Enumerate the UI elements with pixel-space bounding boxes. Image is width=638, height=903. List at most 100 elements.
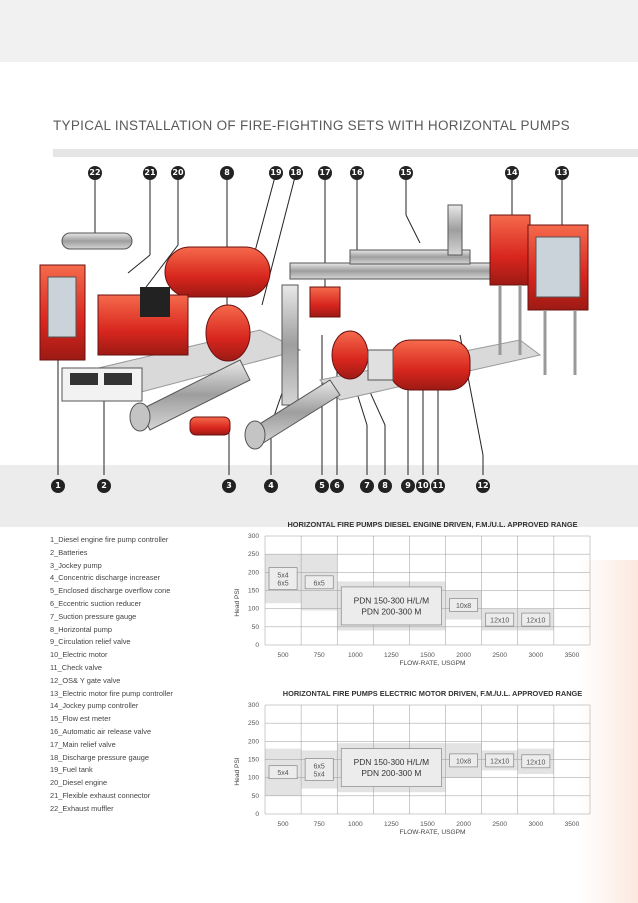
callout-band	[0, 465, 638, 527]
title-rule	[53, 149, 638, 157]
range-box-label: 6x5	[277, 581, 288, 588]
callout-6: 6	[330, 479, 344, 493]
legend-item: 14_Jockey pump controller	[50, 701, 139, 711]
y-tick-label: 200	[248, 738, 259, 745]
range-box-label: PDN 200-300 M	[361, 606, 421, 616]
x-tick-label: 1500	[420, 652, 435, 659]
callout-10: 10	[416, 479, 430, 493]
callout-11: 11	[431, 479, 445, 493]
chart-title: HORIZONTAL FIRE PUMPS DIESEL ENGINE DRIV…	[287, 520, 577, 529]
callout-5: 5	[315, 479, 329, 493]
callout-19: 19	[269, 166, 283, 180]
y-tick-label: 150	[248, 757, 259, 764]
range-box-label: 10x8	[456, 758, 471, 765]
y-tick-label: 0	[255, 811, 259, 818]
range-box	[304, 575, 334, 590]
legend-item: 17_Main relief valve	[50, 739, 116, 749]
range-box-label: PDN 150-300 H/L/M	[354, 757, 429, 767]
range-box-label: 10x8	[456, 603, 471, 610]
y-tick-label: 100	[248, 775, 259, 782]
legend-item: 19_Fuel tank	[50, 765, 93, 775]
range-box	[521, 612, 551, 627]
x-tick-label: 3000	[528, 821, 543, 828]
y-tick-label: 50	[252, 624, 260, 631]
x-tick-label: 1500	[420, 821, 435, 828]
x-tick-label: 2000	[456, 821, 471, 828]
legend-item: 20_Diesel engine	[50, 778, 108, 788]
callout-20: 20	[171, 166, 185, 180]
callout-21: 21	[143, 166, 157, 180]
page-title: TYPICAL INSTALLATION OF FIRE-FIGHTING SE…	[53, 118, 570, 133]
x-axis-label: FLOW-RATE, USGPM	[399, 829, 465, 836]
y-tick-label: 100	[248, 606, 259, 613]
range-box-label: 5x4	[314, 771, 325, 778]
callout-9: 9	[401, 479, 415, 493]
callout-15: 15	[399, 166, 413, 180]
legend-item: 5_Enclosed discharge overflow cone	[50, 586, 171, 596]
legend-item: 2_Batteries	[50, 547, 88, 557]
callout-14: 14	[505, 166, 519, 180]
x-tick-label: 1000	[348, 821, 363, 828]
callout-1: 1	[51, 479, 65, 493]
title-area	[0, 62, 638, 154]
legend-item: 4_Concentric discharge increaser	[50, 573, 161, 583]
legend-item: 13_Electric motor fire pump controller	[50, 688, 173, 698]
legend-item: 10_Electric motor	[50, 650, 108, 660]
y-tick-label: 50	[252, 793, 260, 800]
diesel-range-chart: HORIZONTAL FIRE PUMPS DIESEL ENGINE DRIV…	[215, 518, 635, 688]
callout-4: 4	[264, 479, 278, 493]
callout-2: 2	[97, 479, 111, 493]
y-tick-label: 300	[248, 533, 259, 540]
range-box-label: 5x4	[277, 573, 288, 580]
x-tick-label: 2500	[492, 652, 507, 659]
x-tick-label: 2000	[456, 652, 471, 659]
range-box	[340, 748, 442, 787]
legend-item: 9_Circulation relief valve	[50, 637, 131, 647]
x-tick-label: 3000	[528, 652, 543, 659]
range-box-label: 6x5	[314, 580, 325, 587]
legend-item: 21_Flexible exhaust connector	[50, 790, 151, 800]
chart-title: HORIZONTAL FIRE PUMPS ELECTRIC MOTOR DRI…	[283, 689, 583, 698]
x-tick-label: 1250	[384, 821, 399, 828]
y-axis-label: Head PSI	[234, 588, 241, 616]
range-box	[340, 586, 442, 626]
y-tick-label: 250	[248, 720, 259, 727]
range-box-label: 12x10	[526, 618, 545, 625]
range-box-label: PDN 200-300 M	[361, 768, 421, 778]
callout-12: 12	[476, 479, 490, 493]
range-box	[268, 567, 298, 590]
electric-range-chart-svg: HORIZONTAL FIRE PUMPS ELECTRIC MOTOR DRI…	[234, 689, 591, 836]
callout-8: 8	[378, 479, 392, 493]
callout-8-top: 8	[220, 166, 234, 180]
legend-item: 7_Suction pressure gauge	[50, 611, 137, 621]
legend-item: 6_Eccentric suction reducer	[50, 598, 142, 608]
range-box-label: PDN 150-300 H/L/M	[354, 595, 429, 605]
x-tick-label: 750	[314, 821, 325, 828]
callout-13: 13	[555, 166, 569, 180]
range-box	[268, 765, 298, 780]
range-box	[521, 754, 551, 769]
callout-17: 17	[318, 166, 332, 180]
legend-item: 11_Check valve	[50, 662, 103, 672]
legend-item: 15_Flow est meter	[50, 714, 111, 724]
range-box-label: 5x4	[277, 770, 288, 777]
range-box	[304, 758, 334, 781]
range-box	[485, 612, 515, 627]
range-box	[449, 598, 478, 612]
diesel-range-chart-svg: HORIZONTAL FIRE PUMPS DIESEL ENGINE DRIV…	[234, 520, 591, 667]
y-tick-label: 250	[248, 551, 259, 558]
legend-item: 18_Discharge pressure gauge	[50, 752, 150, 762]
installation-illustration	[39, 172, 589, 475]
y-tick-label: 150	[248, 588, 259, 595]
decorative-fade	[578, 560, 638, 903]
range-box	[449, 753, 478, 768]
x-tick-label: 3500	[565, 821, 580, 828]
callout-7: 7	[360, 479, 374, 493]
x-tick-label: 1000	[348, 652, 363, 659]
y-tick-label: 200	[248, 569, 259, 576]
y-axis-label: Head PSI	[234, 757, 241, 785]
x-tick-label: 500	[278, 821, 289, 828]
y-tick-label: 0	[255, 642, 259, 649]
x-tick-label: 2500	[492, 821, 507, 828]
